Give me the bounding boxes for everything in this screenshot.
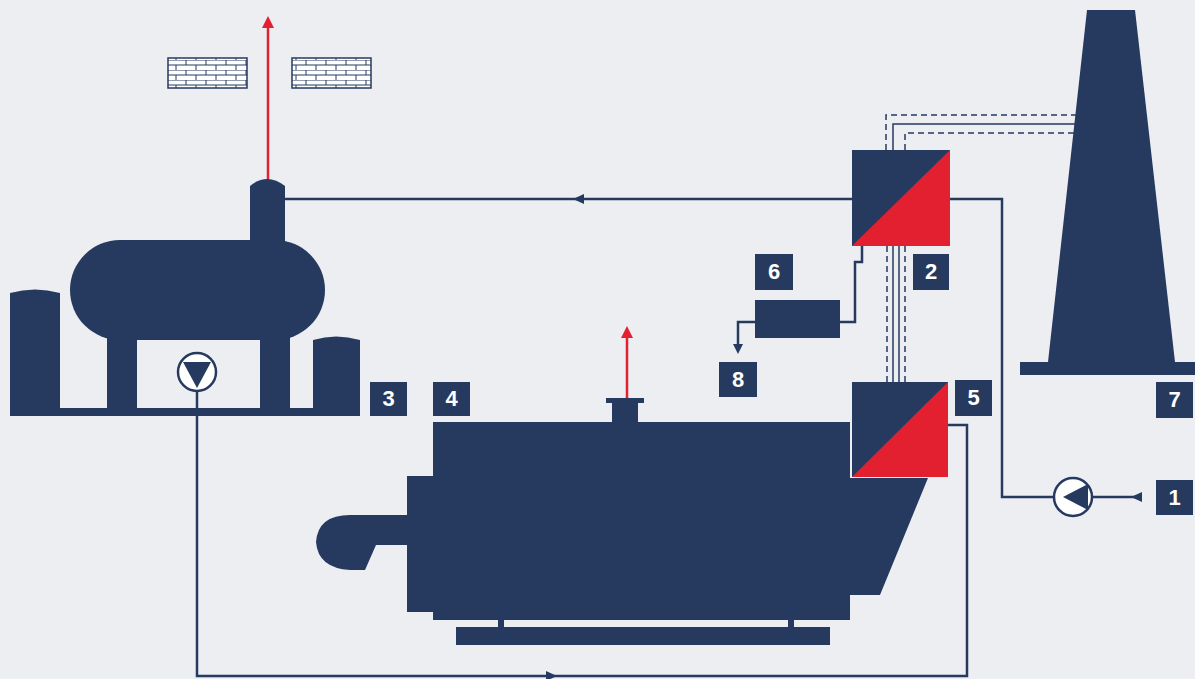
callout-number: 5 <box>955 380 992 416</box>
pipe <box>197 199 1140 676</box>
callout-number: 6 <box>755 254 793 290</box>
callout-number: 2 <box>913 254 949 290</box>
callout-number: 4 <box>433 382 470 416</box>
callout-number: 3 <box>370 382 407 416</box>
callout-number: 1 <box>1156 480 1193 515</box>
chimney <box>1020 10 1195 375</box>
deaerator-tank <box>10 179 360 416</box>
heat-exchanger <box>852 150 950 477</box>
steam-boiler <box>316 398 928 645</box>
callout-number: 7 <box>1156 382 1193 418</box>
condensate-unit <box>755 300 840 338</box>
brick-wall <box>168 58 247 88</box>
callout-number: 8 <box>719 362 757 397</box>
brick-wall <box>292 58 371 88</box>
